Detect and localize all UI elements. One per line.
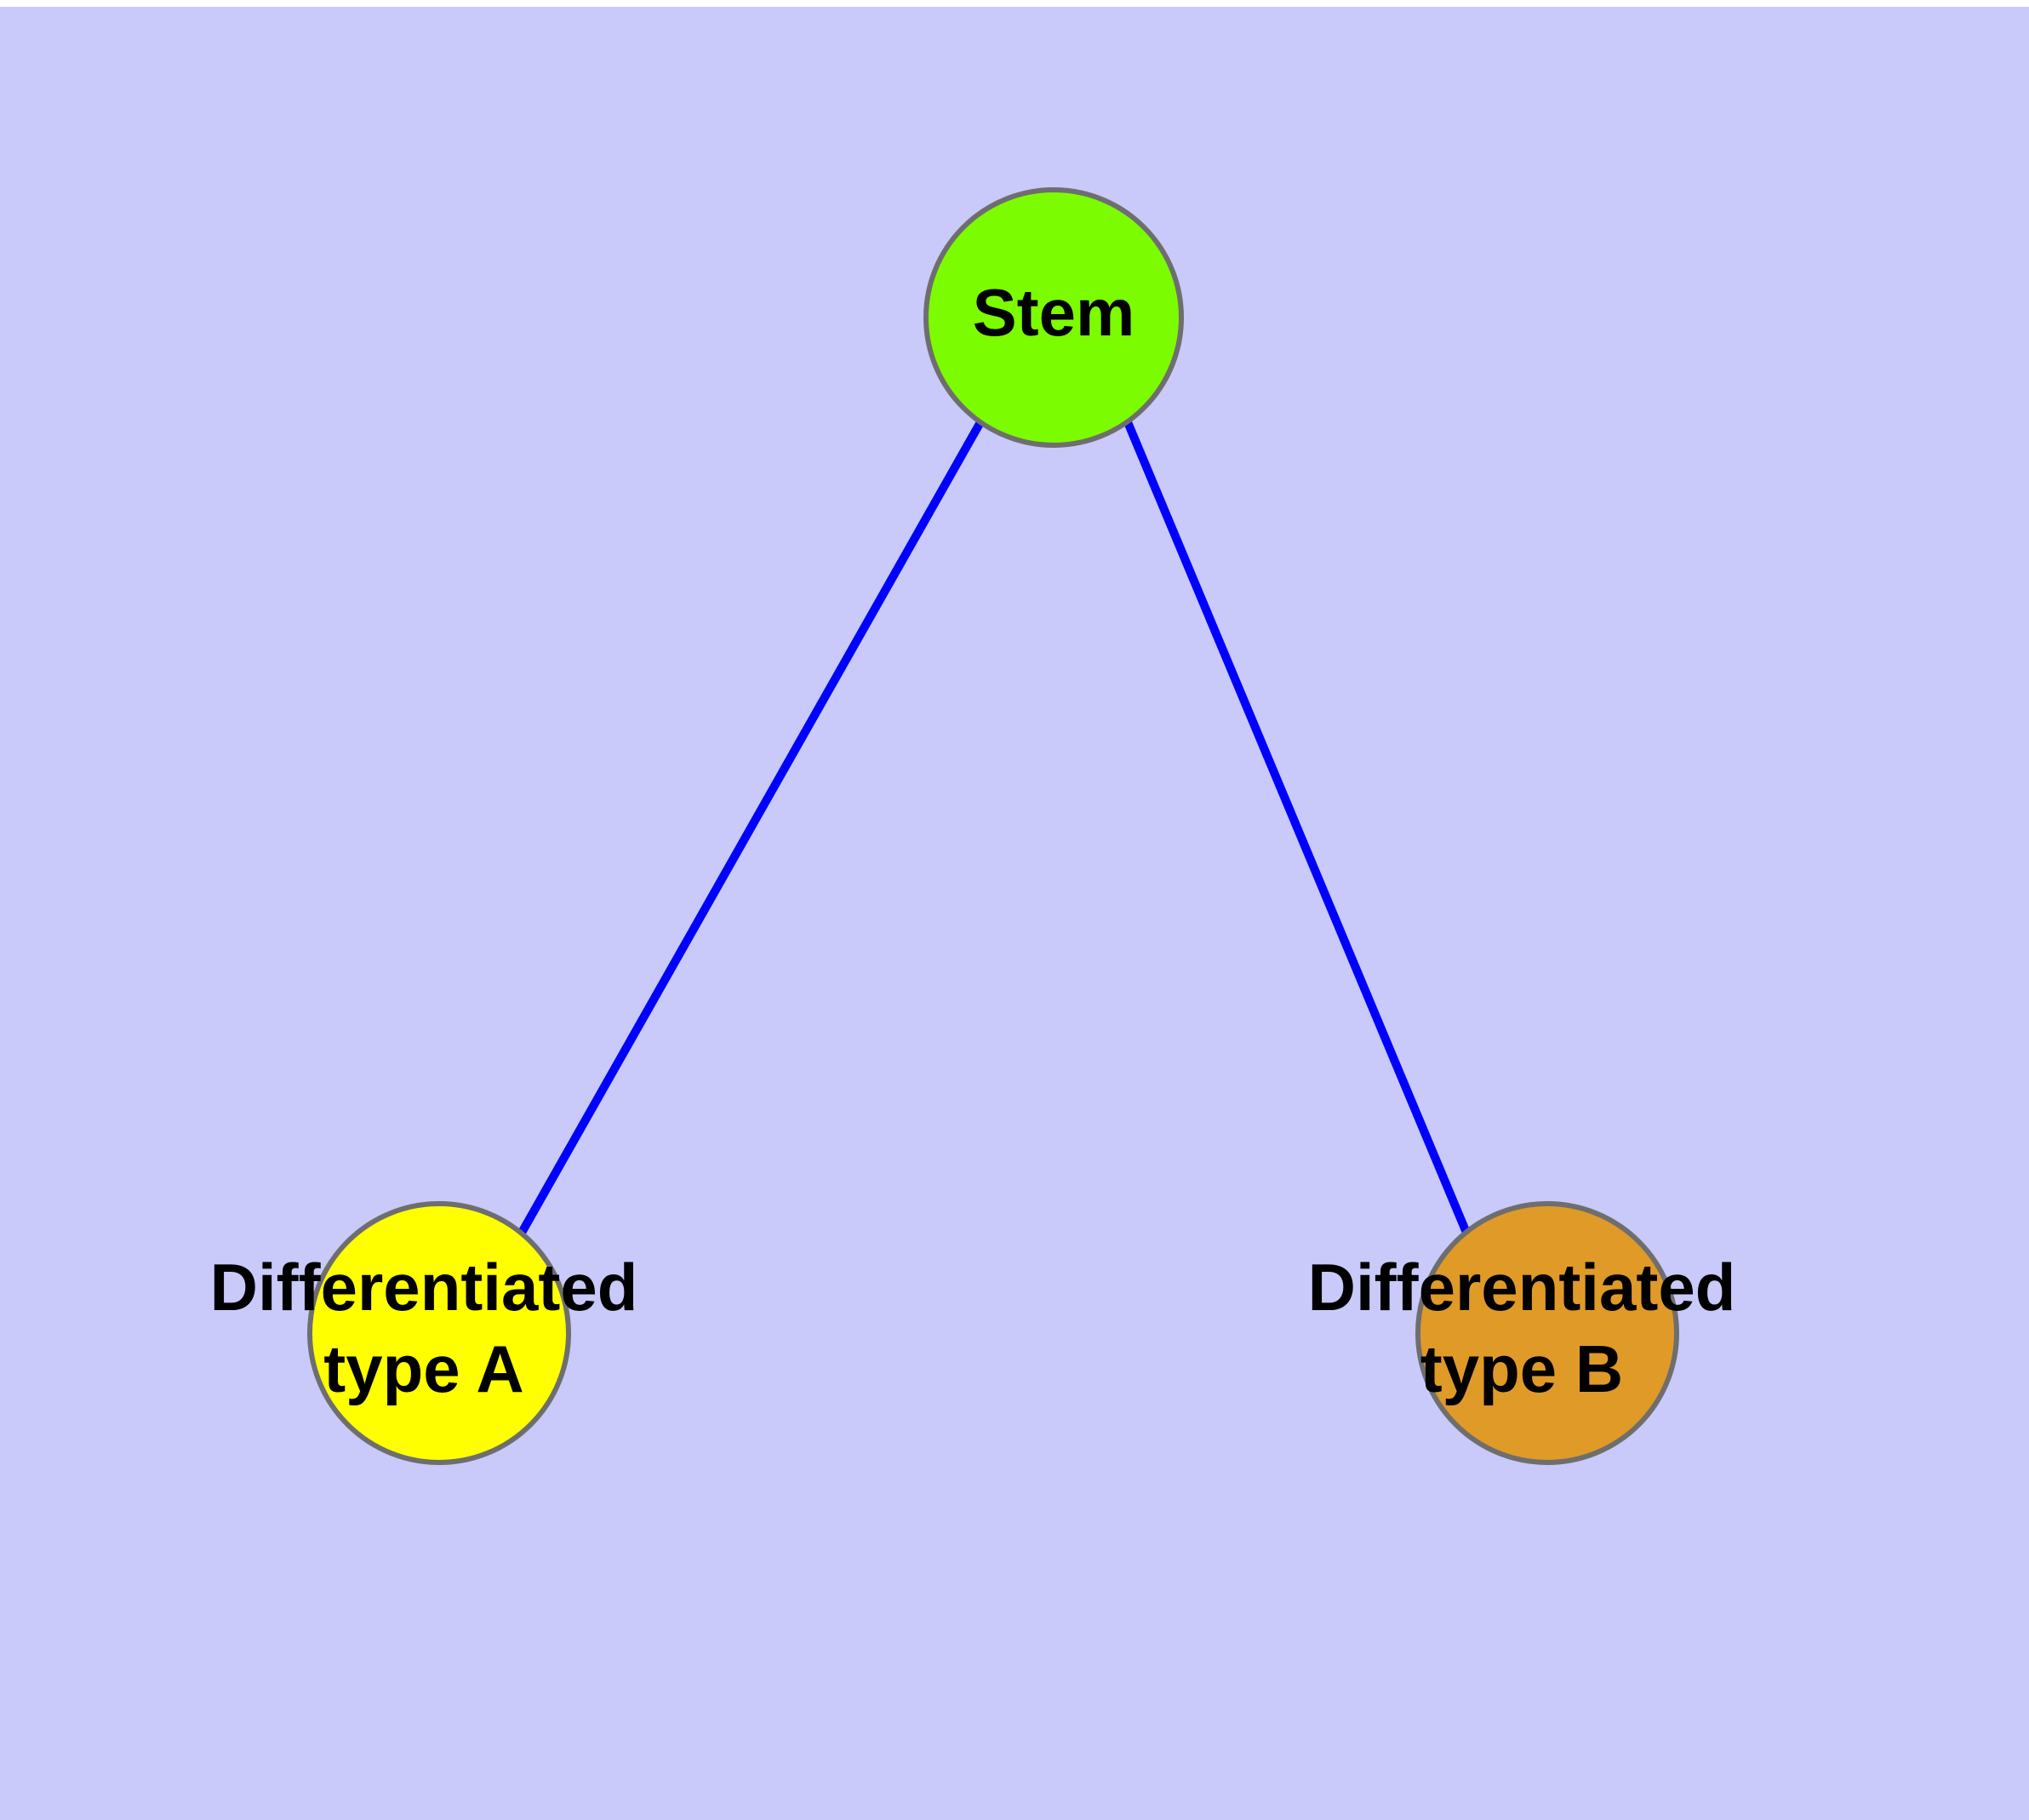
- node-label-line: type B: [1420, 1331, 1623, 1406]
- node-label-line: Stem: [973, 275, 1135, 350]
- edges-group: [517, 420, 1471, 1235]
- node-differentiated-type-b-circle[interactable]: [1415, 1201, 1679, 1465]
- node-stem-circle[interactable]: [923, 187, 1184, 448]
- edge-stem-to-differentiated-type-b[interactable]: [1123, 421, 1471, 1234]
- node-label-line: type A: [323, 1331, 524, 1406]
- node-label-line: Differentiated: [1308, 1250, 1736, 1325]
- background-top-strip: [0, 0, 2029, 7]
- node-stem-label: Stem: [973, 275, 1135, 350]
- node-label-line: Differentiated: [210, 1250, 638, 1325]
- edge-stem-to-differentiated-type-a[interactable]: [517, 420, 985, 1235]
- nodes-group: [307, 187, 1679, 1465]
- node-differentiated-type-a-circle[interactable]: [307, 1201, 571, 1465]
